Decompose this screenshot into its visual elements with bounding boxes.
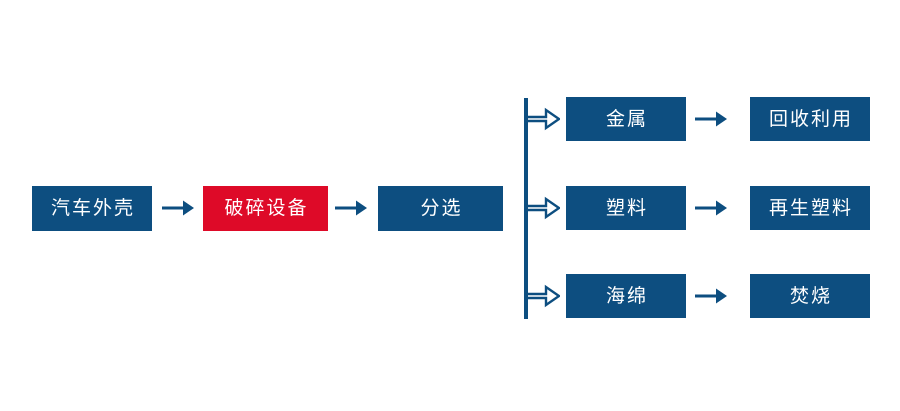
node-crushing-equipment[interactable]: 破碎设备 [203,186,328,231]
node-car-shell[interactable]: 汽车外壳 [32,186,152,231]
arrow-right-icon [334,195,368,221]
arrow-right-icon [694,283,728,309]
arrow-right-icon [161,195,195,221]
branch-arrow-right-icon [526,106,560,132]
arrow-right-icon [694,195,728,221]
node-plastic[interactable]: 塑料 [566,186,686,230]
node-recycled-plastic[interactable]: 再生塑料 [750,186,870,230]
node-recycling-reuse[interactable]: 回收利用 [750,97,870,141]
node-incineration[interactable]: 焚烧 [750,274,870,318]
node-metal[interactable]: 金属 [566,97,686,141]
branch-arrow-right-icon [526,195,560,221]
arrow-right-icon [694,106,728,132]
node-sorting[interactable]: 分选 [378,186,503,231]
node-sponge[interactable]: 海绵 [566,274,686,318]
branch-arrow-right-icon [526,283,560,309]
